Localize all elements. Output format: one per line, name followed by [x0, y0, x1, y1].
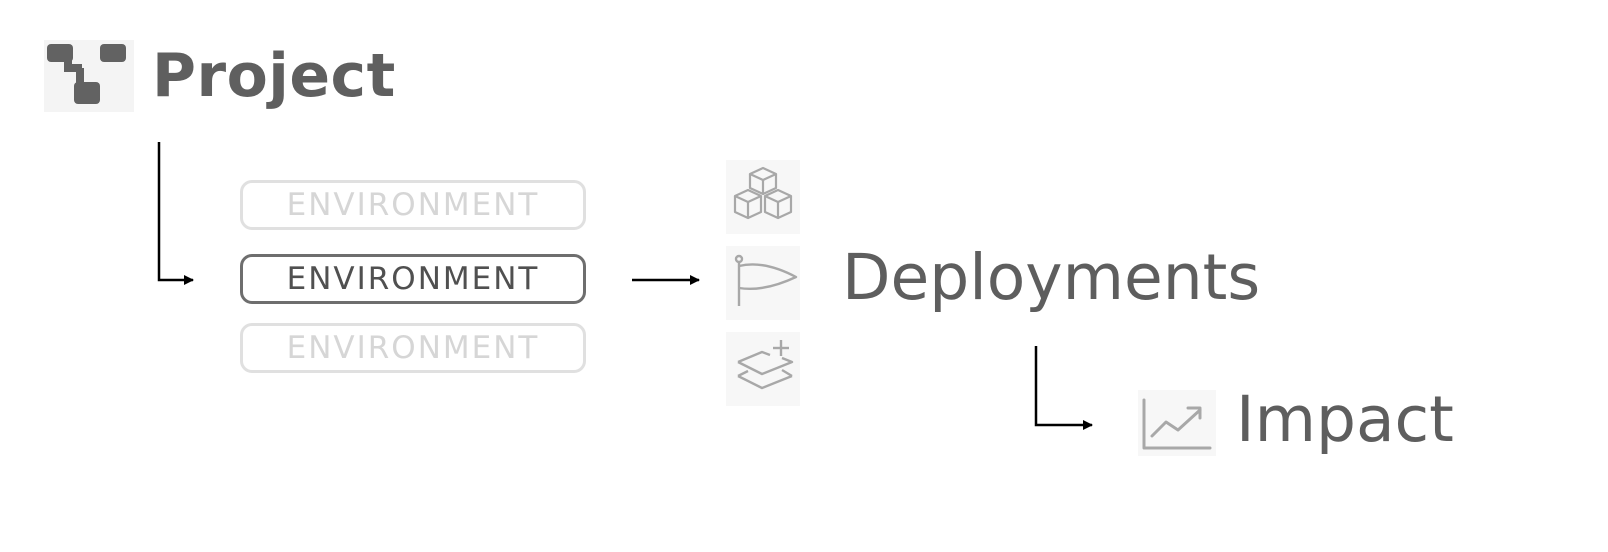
project-title: Project	[152, 41, 396, 111]
layers-add-icon	[726, 332, 800, 406]
flag-icon	[726, 246, 800, 320]
environment-pill-active: ENVIRONMENT	[240, 254, 586, 304]
deployments-to-impact-arrow	[1034, 346, 1093, 430]
environment-label: ENVIRONMENT	[286, 187, 540, 223]
environment-pill-inactive: ENVIRONMENT	[240, 323, 586, 373]
environment-label: ENVIRONMENT	[286, 330, 540, 366]
deployments-title: Deployments	[842, 241, 1261, 314]
cubes-icon	[726, 160, 800, 234]
environment-pill-inactive: ENVIRONMENT	[240, 180, 586, 230]
chart-trend-icon	[1138, 390, 1216, 456]
impact-title: Impact	[1236, 383, 1454, 456]
project-to-environment-arrow	[157, 142, 194, 285]
environment-label: ENVIRONMENT	[286, 261, 540, 297]
project-hierarchy-icon	[44, 40, 134, 112]
